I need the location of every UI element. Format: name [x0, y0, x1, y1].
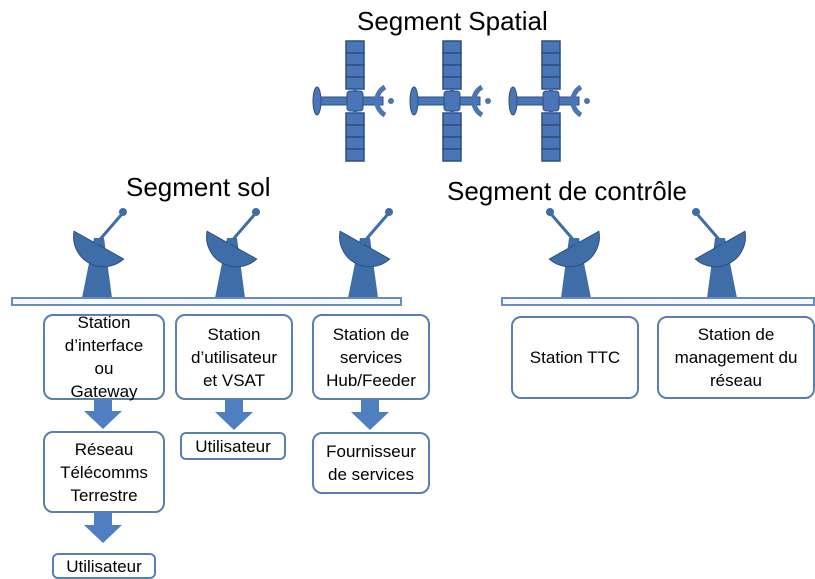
- ground-dish-icon: [203, 206, 262, 300]
- ground-platform-bar: [11, 297, 402, 306]
- arrow-down-icon: [84, 513, 122, 543]
- arrow-down-icon: [215, 400, 253, 430]
- control-segment-title: Segment de contrôle: [447, 176, 687, 206]
- network-management-station-box: Station de management du réseau: [657, 316, 815, 399]
- control-dish-icon: [544, 206, 603, 300]
- gateway-station-box: Station d’interface ou Gateway: [43, 313, 165, 401]
- control-platform-bar: [501, 297, 815, 306]
- ttc-station-box: Station TTC: [511, 316, 639, 399]
- ground-dish-icon: [336, 206, 395, 300]
- satellite-icon: [509, 41, 590, 161]
- terrestrial-network-box: Réseau Télécomms Terrestre: [43, 431, 165, 513]
- service-station-box: Station de services Hub/Feeder: [312, 314, 430, 400]
- satellite-icon: [410, 41, 491, 161]
- ground-segment-title: Segment sol: [126, 172, 271, 202]
- user-box-2: Utilisateur: [52, 553, 156, 579]
- arrow-down-icon: [84, 399, 122, 429]
- space-segment-title: Segment Spatial: [357, 6, 548, 36]
- control-dish-icon: [690, 206, 749, 300]
- ground-dish-icon: [70, 206, 129, 300]
- arrow-down-icon: [351, 400, 389, 430]
- user-box-1: Utilisateur: [180, 432, 286, 460]
- service-provider-box: Fournisseur de services: [312, 432, 430, 494]
- satellite-icon: [313, 41, 394, 161]
- user-station-box: Station d’utilisateur et VSAT: [175, 314, 293, 400]
